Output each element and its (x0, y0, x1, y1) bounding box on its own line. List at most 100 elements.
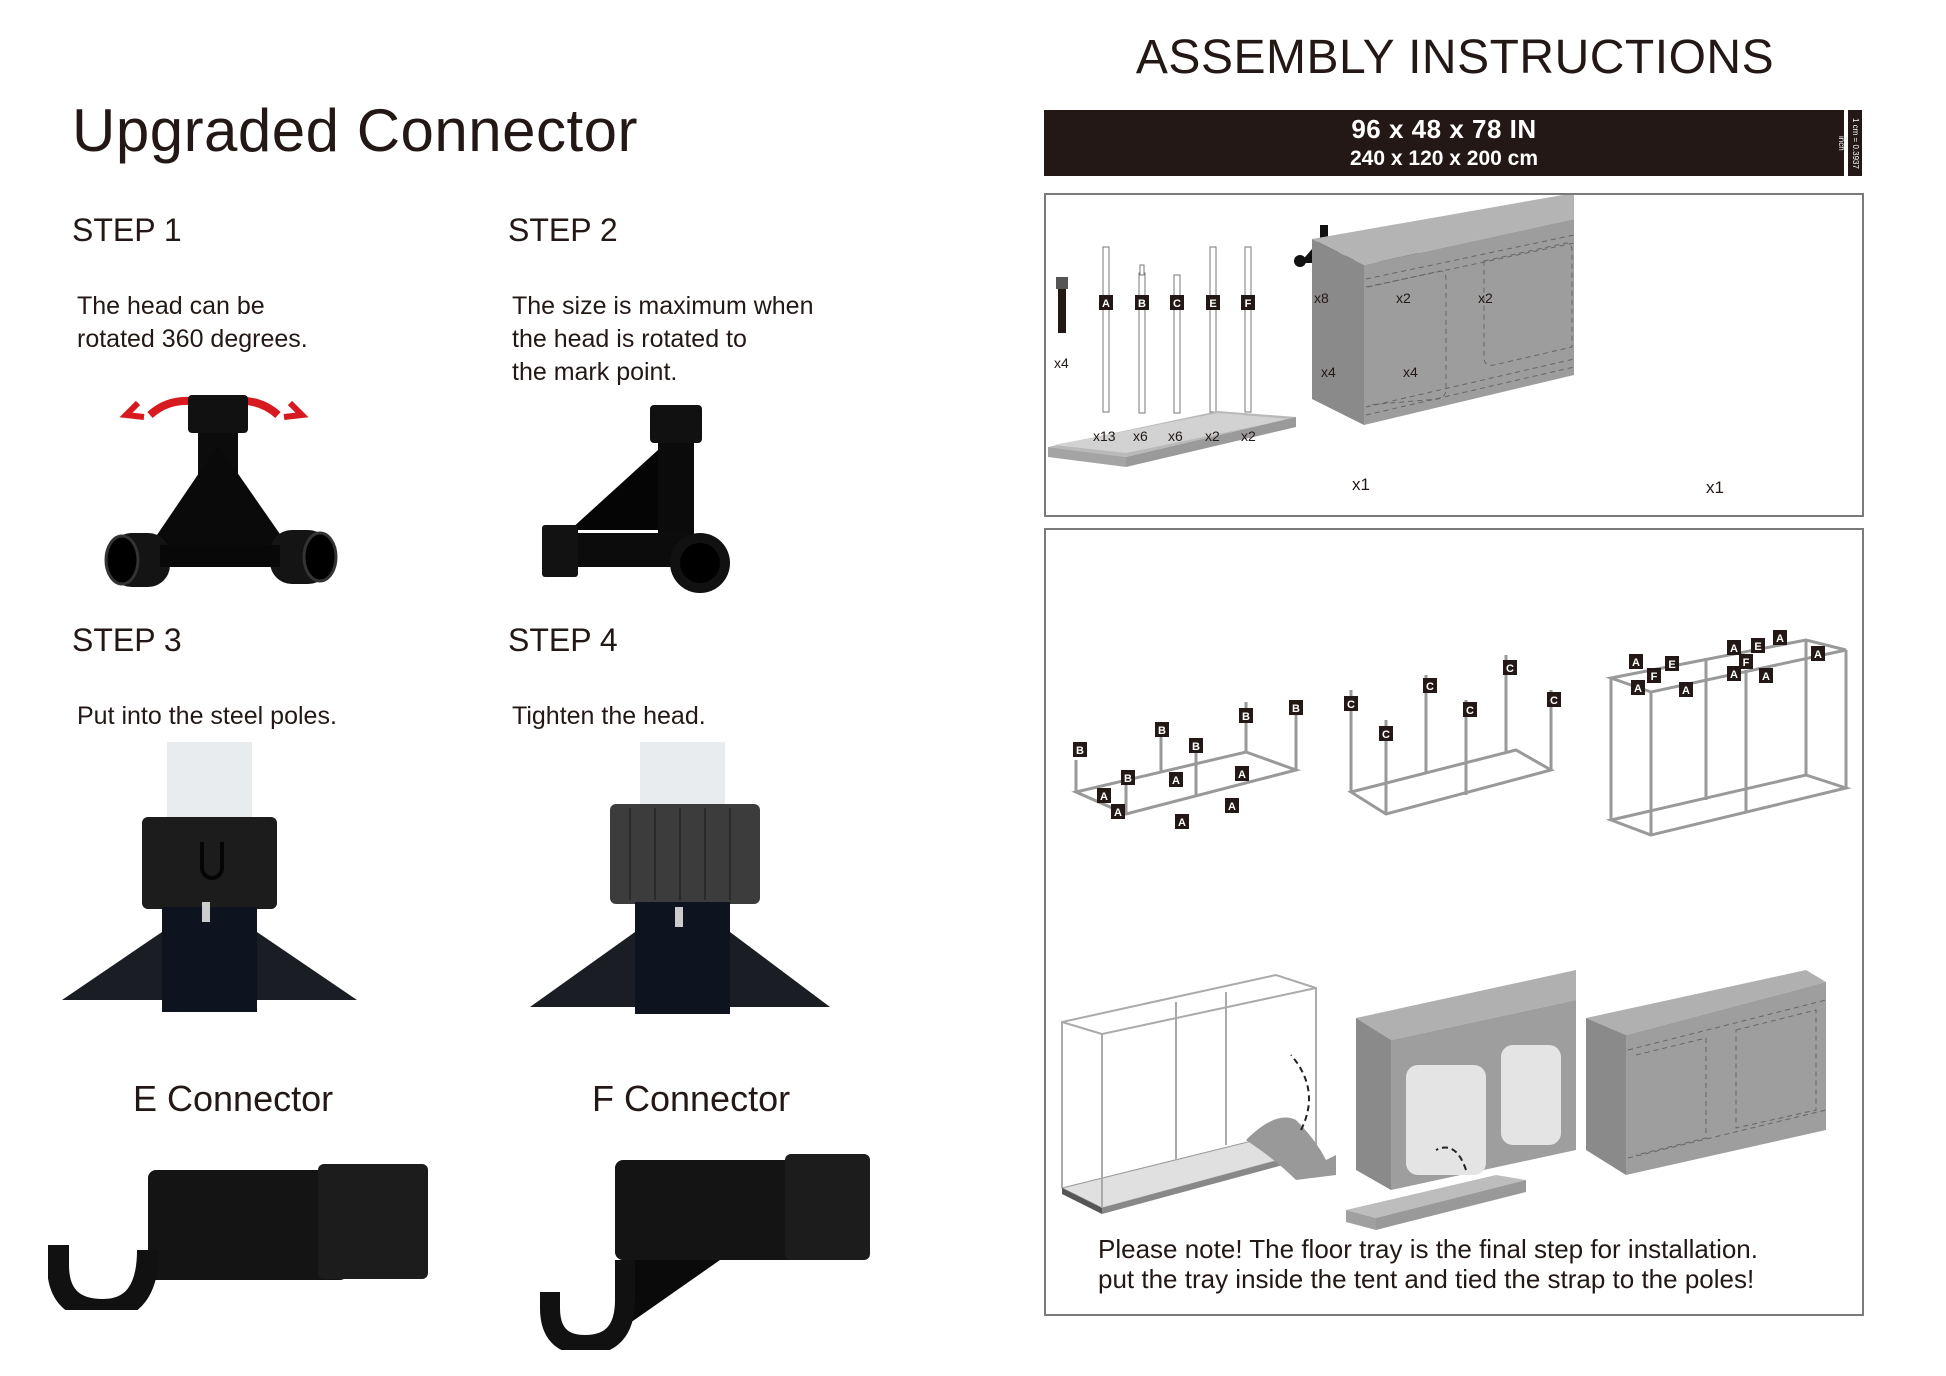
step-4-heading: STEP 4 (508, 622, 618, 658)
svg-text:A: A (1114, 807, 1122, 819)
pole-insert-photo (62, 742, 357, 1012)
frame-part-label: F (1739, 654, 1753, 669)
frame-part-label: A (1225, 798, 1239, 813)
svg-text:A: A (1228, 801, 1236, 813)
step-1-text: The head can be rotated 360 degrees. (77, 290, 308, 356)
tent-qty: x1 (1706, 478, 1724, 497)
frame-part-label: A (1811, 646, 1825, 661)
tray-qty: x1 (1352, 475, 1370, 494)
frame-part-label: A (1169, 772, 1183, 787)
frame-part-label: C (1344, 696, 1358, 711)
pole-c-qty: x6 (1168, 428, 1183, 444)
e-hook-qty: x4 (1321, 364, 1336, 380)
pole-label-badge: A (1099, 295, 1113, 310)
frame-part-label: A (1727, 666, 1741, 681)
frame-part-label: C (1379, 726, 1393, 741)
svg-text:E: E (1754, 641, 1761, 653)
pole-e (1209, 246, 1217, 413)
svg-text:C: C (1426, 681, 1434, 693)
step-2-text-line: The size is maximum when (512, 292, 814, 320)
pole-label-badge: F (1241, 295, 1255, 310)
corner-connector-photo (542, 405, 730, 593)
svg-text:C: C (1506, 663, 1514, 675)
f-connector-label: F Connector (592, 1078, 791, 1119)
unit-conversion-note: 1 cm = 0.3937 inch (1837, 110, 1862, 176)
frame-part-label: A (1097, 788, 1111, 803)
pole-label-badge: B (1135, 295, 1149, 310)
frame-part-label: A (1631, 680, 1645, 695)
t-connector-qty: x2 (1478, 290, 1493, 306)
pole-e-qty: x2 (1205, 428, 1220, 444)
frame-part-label: A (1629, 654, 1643, 669)
note-line-1: Please note! The floor tray is the final… (1098, 1234, 1758, 1264)
frame-part-label: A (1727, 640, 1741, 655)
frame-part-label: A (1111, 804, 1125, 819)
strap-part (1056, 277, 1068, 333)
pole-tighten-photo (530, 742, 830, 1014)
frame-part-label: C (1463, 702, 1477, 717)
frame-part-label: A (1773, 630, 1787, 645)
step-1-text-line: rotated 360 degrees. (77, 325, 308, 353)
frame-part-label: C (1503, 660, 1517, 675)
svg-text:B: B (1124, 773, 1132, 785)
frame-part-label: A (1235, 766, 1249, 781)
dimensions-cm: 240 x 120 x 200 cm (1350, 147, 1538, 170)
installation-note: Please note! The floor tray is the final… (1098, 1234, 1758, 1294)
svg-text:F: F (1743, 657, 1750, 669)
f-connector-hook-photo (540, 1154, 870, 1350)
svg-text:A: A (1238, 769, 1246, 781)
frame-part-label: B (1239, 708, 1253, 723)
step-4-text: Tighten the head. (512, 702, 706, 730)
step-3-heading: STEP 3 (72, 622, 182, 658)
pole-b (1138, 264, 1146, 414)
svg-text:A: A (1730, 669, 1738, 681)
pole-b-qty: x6 (1133, 428, 1148, 444)
step-1-heading: STEP 1 (72, 212, 182, 248)
tent-open-step (1356, 970, 1576, 1190)
pole-f-qty: x2 (1241, 428, 1256, 444)
svg-text:C: C (1550, 695, 1558, 707)
step-2-text: The size is maximum when the head is rot… (512, 290, 813, 389)
frame-part-label: C (1547, 692, 1561, 707)
pole-a-qty: x13 (1093, 428, 1116, 444)
frame-with-floor-step (1060, 973, 1336, 1214)
f-hook-qty: x4 (1403, 364, 1418, 380)
frame-part-label: B (1289, 700, 1303, 715)
svg-text:A: A (1178, 817, 1186, 829)
svg-text:B: B (1292, 703, 1300, 715)
frame-part-label: E (1665, 656, 1679, 671)
frame-complete-step (1605, 638, 1852, 837)
right-arrow-head-icon (283, 400, 309, 420)
frame-part-label: C (1423, 678, 1437, 693)
tent-closed-step (1586, 970, 1827, 1175)
step-1-text-line: The head can be (77, 292, 265, 320)
frame-base-step (1071, 702, 1302, 816)
svg-text:A: A (1730, 643, 1738, 655)
left-arrow-head-icon (119, 400, 145, 420)
step-2-text-line: the mark point. (512, 358, 678, 386)
pole-f (1244, 246, 1252, 413)
floor-tray-part (1048, 411, 1296, 467)
frame-part-label: B (1155, 722, 1169, 737)
frame-part-label: B (1189, 738, 1203, 753)
strap-qty: x4 (1054, 355, 1069, 371)
svg-text:A: A (1776, 633, 1784, 645)
three-way-connector-rotate-photo (104, 395, 338, 587)
assembly-instructions-title: ASSEMBLY INSTRUCTIONS (1135, 31, 1775, 84)
step-3-text: Put into the steel poles. (77, 702, 337, 730)
lift-arrow-icon (1290, 1054, 1310, 1131)
svg-text:B: B (1076, 745, 1084, 757)
pole-label-badge: E (1206, 295, 1220, 310)
frame-part-label: B (1073, 742, 1087, 757)
four-way-connector-qty: x2 (1396, 290, 1411, 306)
frame-part-label: F (1647, 668, 1661, 683)
svg-text:E: E (1668, 659, 1675, 671)
svg-text:F: F (1245, 298, 1252, 310)
svg-text:B: B (1158, 725, 1166, 737)
svg-text:B: B (1138, 298, 1146, 310)
svg-text:C: C (1173, 298, 1181, 310)
svg-text:A: A (1172, 775, 1180, 787)
tent-body-part (1312, 195, 1575, 425)
dimensions-inches: 96 x 48 x 78 IN (1351, 114, 1537, 144)
